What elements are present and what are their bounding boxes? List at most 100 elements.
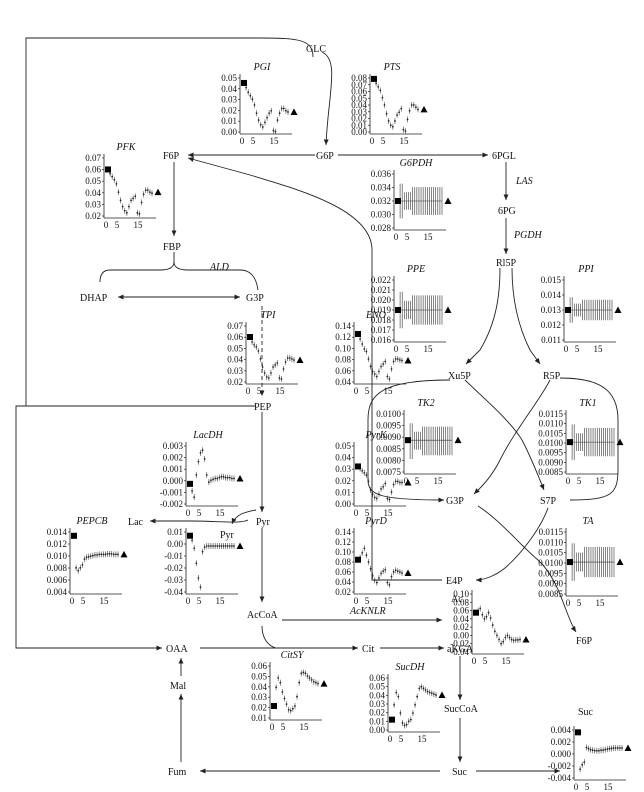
data-point <box>595 749 598 752</box>
data-point <box>600 749 602 752</box>
y-tick-label: 0.006 <box>47 575 68 585</box>
x-tick-label: 5 <box>197 596 202 606</box>
y-tick-label: 0.0100 <box>538 438 563 448</box>
y-tick-label: 0.10 <box>335 343 351 353</box>
y-tick-label: 0.0090 <box>538 579 563 589</box>
data-point <box>210 545 212 547</box>
y-tick-label: -0.001 <box>160 487 183 497</box>
x-tick-label: 5 <box>365 596 370 606</box>
y-tick-label: 0.03 <box>221 95 237 105</box>
data-point <box>81 564 84 566</box>
y-tick-label: 0.008 <box>47 563 68 573</box>
data-point <box>278 377 281 379</box>
data-point <box>392 360 395 363</box>
data-point <box>276 119 279 121</box>
data-point <box>591 749 594 752</box>
data-point <box>385 112 388 115</box>
data-point <box>205 545 208 547</box>
data-point <box>390 575 393 578</box>
x-tick-label: 15 <box>276 386 286 396</box>
end-marker <box>444 306 452 313</box>
start-marker <box>355 331 361 337</box>
data-point <box>379 89 382 92</box>
data-point <box>109 172 111 175</box>
data-point <box>110 552 113 555</box>
y-tick-label: 0.02 <box>335 587 351 597</box>
data-point <box>395 691 398 694</box>
y-tick-label: 0.000 <box>163 476 184 486</box>
x-tick-label: 0 <box>564 344 569 354</box>
x-tick-label: 5 <box>365 508 370 518</box>
y-tick-label: 0.10 <box>335 547 351 557</box>
data-point <box>115 553 117 556</box>
data-point <box>77 569 80 572</box>
y-tick-label: 0.019 <box>371 305 392 315</box>
data-point <box>402 128 405 131</box>
x-tick-label: 5 <box>281 722 286 732</box>
data-point <box>403 724 406 727</box>
plot-title: PFK <box>116 142 137 153</box>
data-point <box>310 678 313 681</box>
x-tick-label: 15 <box>216 508 226 518</box>
x-tick-label: 15 <box>424 344 434 354</box>
data-point <box>388 498 391 501</box>
data-point <box>102 553 105 556</box>
x-tick-label: 15 <box>424 232 434 242</box>
edge-pyr-lac <box>150 518 249 524</box>
edge-r5p-loop <box>559 377 619 501</box>
data-point <box>399 712 402 714</box>
end-marker <box>444 197 452 204</box>
data-point <box>433 693 435 696</box>
data-point <box>608 747 611 750</box>
start-marker <box>187 480 193 487</box>
y-tick-label: 0.02 <box>227 377 243 387</box>
y-tick-label: 0.0105 <box>538 548 563 558</box>
data-point <box>287 708 290 711</box>
data-point <box>280 107 283 110</box>
y-tick-label: 0.018 <box>371 315 392 325</box>
y-tick-label: 0.0095 <box>376 421 401 431</box>
data-point <box>138 212 141 215</box>
data-point <box>89 555 92 558</box>
reaction-edges <box>15 37 619 774</box>
x-tick-label: 0 <box>354 596 359 606</box>
data-point <box>231 545 233 547</box>
data-point <box>367 561 370 563</box>
y-tick-label: -0.02 <box>450 639 469 649</box>
data-point <box>79 566 82 569</box>
data-point <box>128 205 130 208</box>
y-tick-label: 0.036 <box>371 169 392 179</box>
reaction-label-ald: ALD <box>209 262 230 273</box>
data-point <box>612 747 615 749</box>
y-tick-label: 0.04 <box>221 84 237 94</box>
data-point <box>386 375 389 378</box>
data-point <box>593 749 596 752</box>
data-point <box>121 205 124 208</box>
y-tick-label: -0.04 <box>450 647 469 657</box>
y-tick-label: 0.032 <box>371 196 391 206</box>
data-point <box>264 121 266 124</box>
data-point <box>210 479 212 482</box>
x-tick-label: 15 <box>434 476 444 486</box>
data-point <box>104 553 107 556</box>
data-point <box>117 553 119 556</box>
data-point <box>587 747 590 750</box>
x-tick-label: 5 <box>365 386 370 396</box>
data-point <box>282 368 285 370</box>
data-point <box>199 451 202 454</box>
y-tick-label: 0.08 <box>453 597 469 607</box>
data-point <box>381 96 384 99</box>
data-point <box>387 120 390 122</box>
start-marker <box>395 307 401 313</box>
data-point <box>87 555 90 558</box>
data-point <box>428 691 431 694</box>
y-tick-label: 0.10 <box>453 589 469 599</box>
y-tick-label: 0.0085 <box>538 589 563 599</box>
y-tick-label: 0.05 <box>335 441 351 451</box>
